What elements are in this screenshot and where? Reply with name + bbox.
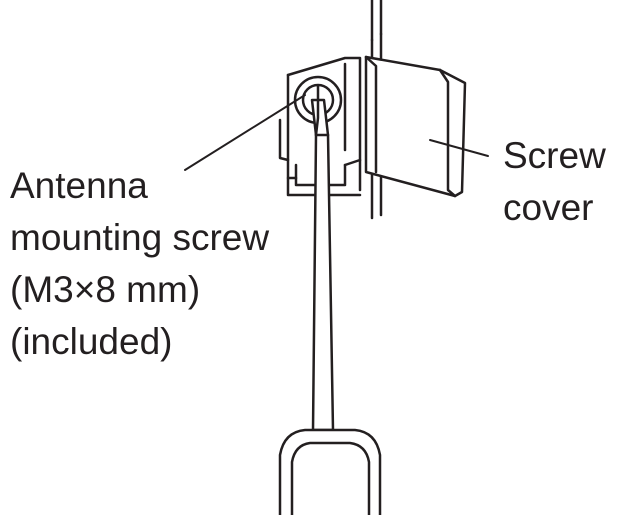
antenna-screw-label: Antenna mounting screw (M3×8 mm) (includ… <box>10 160 269 368</box>
antenna-screw-label-line-2: mounting screw <box>10 217 270 258</box>
screwdriver-shaft <box>310 98 335 432</box>
screwdriver-handle <box>278 428 382 515</box>
leader-line-screw <box>184 94 306 171</box>
screw-cover-label-line-1: Screw <box>503 135 606 176</box>
screw-cover-label-line-2: cover <box>503 187 594 228</box>
antenna-screw-label-line-1: Antenna <box>10 165 148 206</box>
antenna-screw-label-line-3: (M3×8 mm) <box>10 269 201 310</box>
mounting-bracket <box>278 56 362 197</box>
screw-cover-plate <box>364 55 467 198</box>
leader-line-cover <box>429 139 489 157</box>
antenna-screw-label-line-4: (included) <box>10 321 173 362</box>
screw-cover-label: Screw cover <box>503 130 606 234</box>
